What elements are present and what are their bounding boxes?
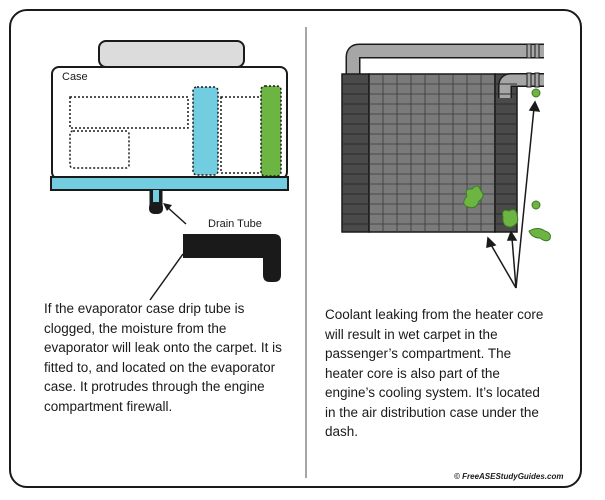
coolant-leaks bbox=[463, 88, 551, 242]
evaporator-description: If the evaporator case drip tube is clog… bbox=[44, 301, 282, 414]
case-top-cap bbox=[98, 40, 245, 68]
leak-arrows bbox=[486, 100, 541, 289]
outlet-fitting-1 bbox=[526, 72, 532, 88]
leak-drop-pipe bbox=[531, 88, 541, 98]
drip-tube-opening bbox=[153, 190, 159, 208]
dotted-region-3 bbox=[220, 96, 263, 174]
case-body bbox=[51, 66, 288, 180]
leak-puddle-1 bbox=[463, 185, 484, 209]
heater-core-description: Coolant leaking from the heater core wil… bbox=[325, 307, 544, 439]
leak-puddle-2 bbox=[502, 209, 519, 228]
inlet-pipe-fill bbox=[347, 45, 544, 99]
outlet-pipe-fill bbox=[499, 74, 544, 98]
inlet-fitting-2 bbox=[534, 43, 540, 59]
leak-drop-2 bbox=[531, 200, 541, 210]
blue-duct bbox=[192, 86, 219, 176]
leak-arrow-1-head bbox=[486, 236, 497, 248]
credit-text: © FreeASEStudyGuides.com bbox=[454, 472, 564, 481]
green-element bbox=[260, 85, 282, 177]
inlet-fitting-1 bbox=[526, 43, 532, 59]
hose-pointer-line bbox=[149, 253, 184, 301]
case-base-tray bbox=[50, 176, 289, 191]
core-fin-lines bbox=[369, 74, 495, 232]
dotted-region-1 bbox=[69, 96, 189, 129]
heater-core bbox=[341, 43, 544, 233]
leak-arrow-3 bbox=[515, 107, 535, 289]
drain-tube-hose bbox=[183, 234, 281, 282]
outlet-fitting-2 bbox=[534, 72, 540, 88]
case-label: Case bbox=[62, 71, 88, 83]
figure-frame bbox=[9, 9, 582, 488]
core-fins bbox=[368, 73, 496, 233]
core-left-tank bbox=[341, 73, 370, 233]
leak-arrow-2-head bbox=[506, 230, 518, 241]
dotted-region-2 bbox=[69, 130, 130, 169]
leak-arrow-1 bbox=[489, 242, 517, 289]
drain-arrow bbox=[165, 205, 187, 225]
drain-tube-label: Drain Tube bbox=[208, 218, 262, 230]
leak-arrow-2 bbox=[511, 237, 517, 289]
drip-tube-bottom bbox=[149, 202, 163, 214]
leak-arrow-3-head bbox=[528, 100, 541, 112]
drain-arrow-head bbox=[163, 203, 172, 211]
evaporator-case bbox=[50, 40, 289, 214]
leak-puddle-3 bbox=[528, 228, 551, 242]
